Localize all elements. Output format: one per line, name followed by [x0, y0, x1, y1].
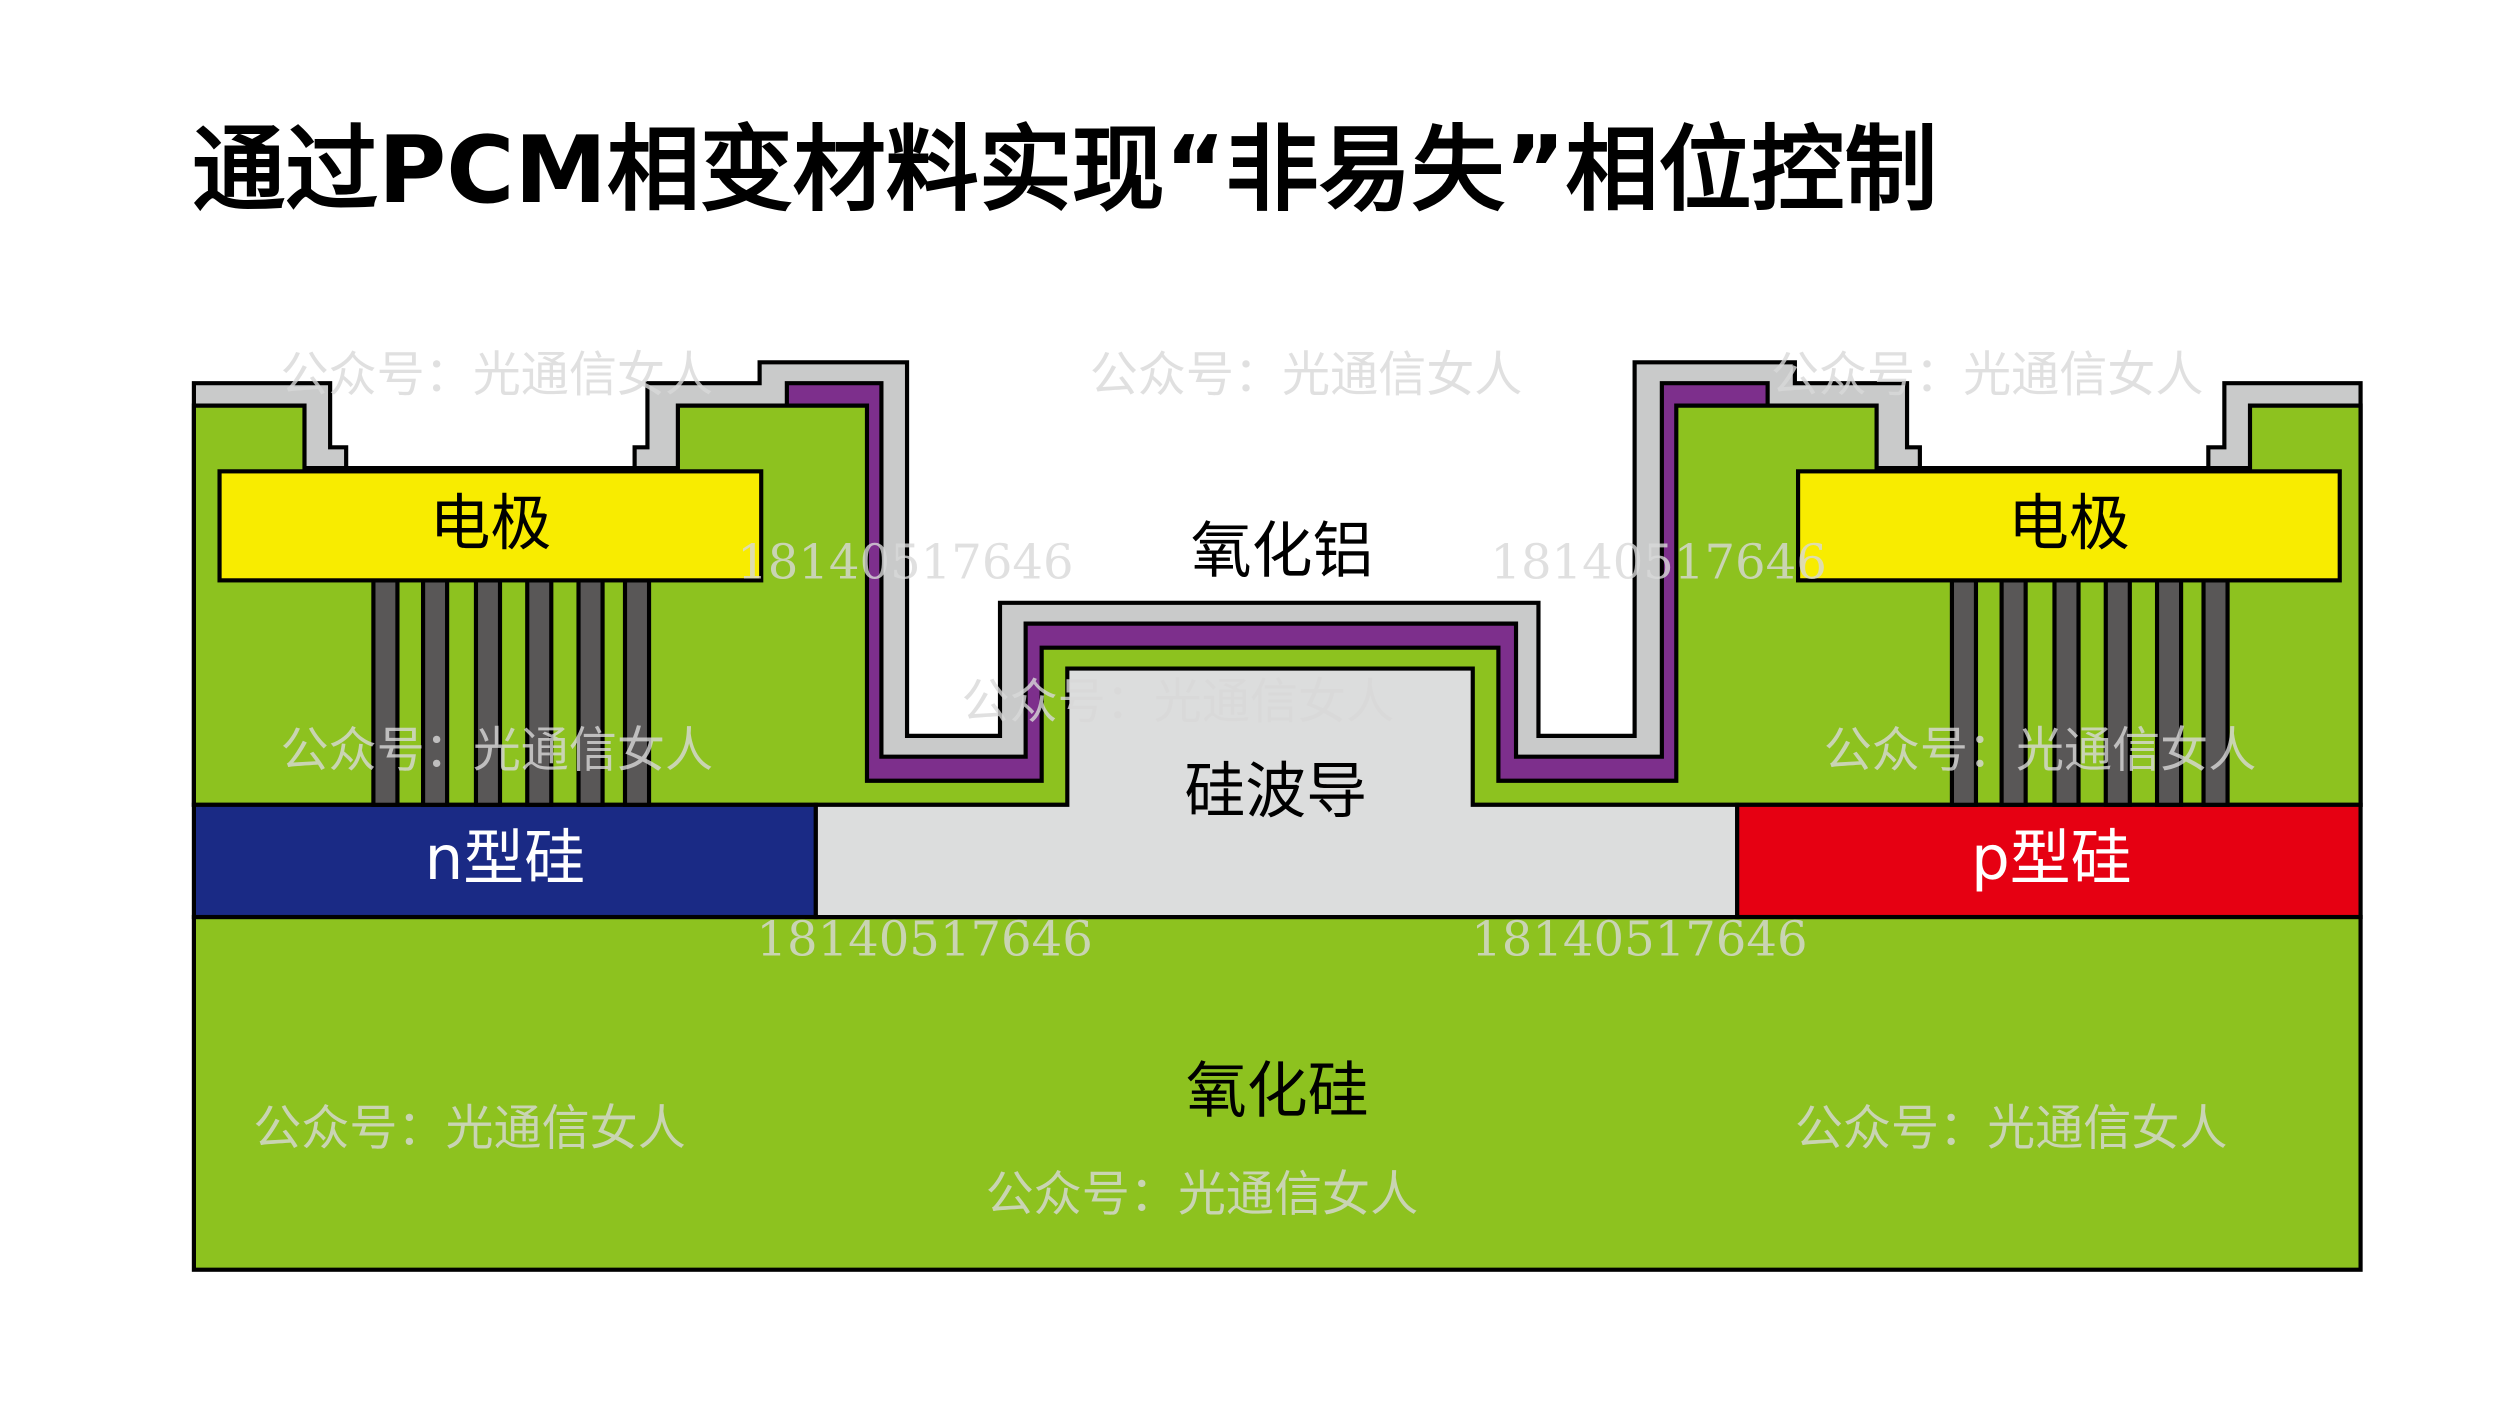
watermark-account: 公众号：光通信女人 [253, 1101, 686, 1157]
n-si-region [191, 802, 818, 920]
watermark-phone: 18140517646 [1471, 911, 1807, 967]
p-si-label: p型硅 [1971, 823, 2131, 894]
watermark-account: 公众号：光通信女人 [1795, 1101, 2228, 1157]
watermark-account: 公众号：光通信女人 [986, 1166, 1419, 1222]
watermark-account: 公众号：光通信女人 [1090, 347, 1523, 403]
watermark-account: 公众号：光通信女人 [1824, 722, 2257, 778]
page-title: 通过PCM相变材料实现“非易失”相位控制 [192, 116, 1937, 224]
electrode-left-label: 电极 [429, 488, 551, 559]
via [1999, 578, 2028, 807]
watermark-account: 公众号：光通信女人 [1771, 347, 2204, 403]
watermark-account: 公众号：光通信女人 [962, 674, 1395, 730]
electrode-left [217, 469, 764, 583]
pcm-layer [784, 381, 1770, 807]
alumina-label: 氧化铝 [1191, 515, 1374, 586]
watermark-phone: 18140517646 [756, 911, 1092, 967]
watermarks: 公众号：光通信女人 公众号：光通信女人 公众号：光通信女人 公众号：光通信女人 … [253, 347, 2256, 1222]
silica-substrate [191, 914, 2363, 1272]
watermark-account: 公众号：光通信女人 [280, 722, 713, 778]
n-si-label: n型硅 [425, 823, 585, 894]
watermark-phone: 18140517646 [1490, 535, 1826, 591]
via [1949, 578, 1979, 807]
si-waveguide-label: 硅波导 [1184, 756, 1367, 827]
electrode-right-label: 电极 [2008, 488, 2130, 559]
via [622, 578, 652, 807]
electrode-right [1795, 469, 2342, 583]
watermark-account: 公众号：光通信女人 [280, 347, 713, 403]
watermark-phone: 18140517646 [737, 535, 1073, 591]
via [420, 578, 450, 807]
silica-label: 氧化硅 [1186, 1056, 1369, 1127]
p-si-region [1735, 802, 2363, 920]
